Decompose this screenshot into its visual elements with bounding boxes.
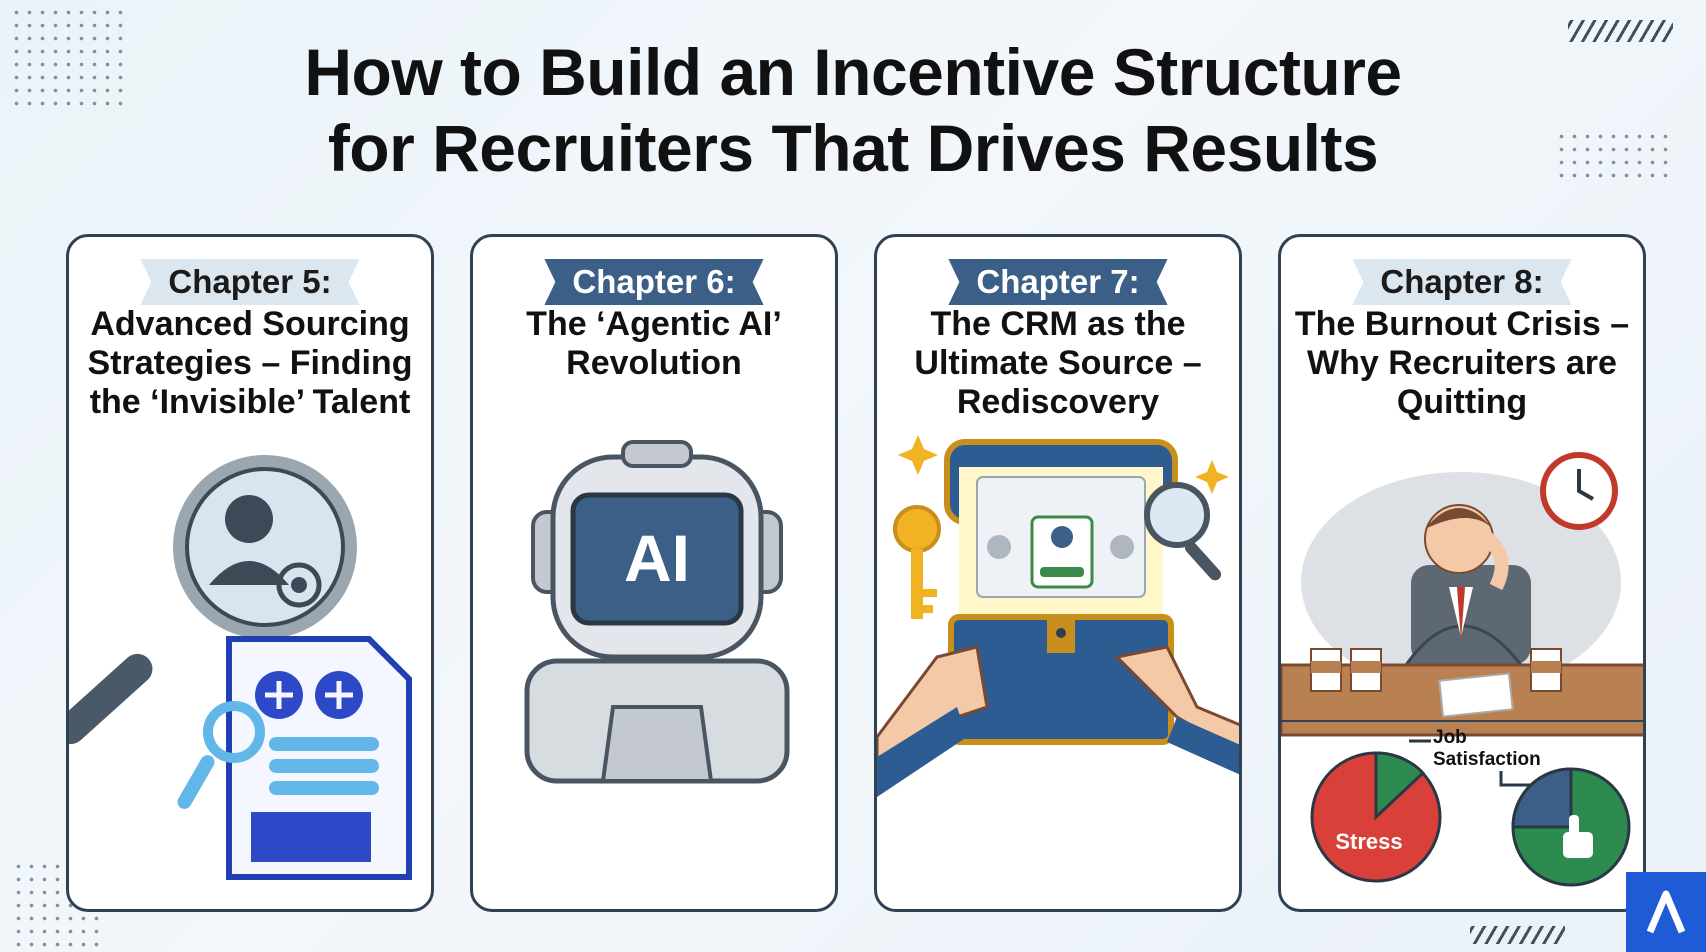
chapter-6-subtitle: The ‘Agentic AI’ Revolution — [526, 305, 782, 382]
chapter-5-label: Chapter 5: — [140, 259, 360, 305]
chapter-7-subtitle: The CRM as the Ultimate Source – Redisco… — [914, 305, 1202, 421]
decor-dots-right — [1555, 130, 1675, 180]
chapter-7-label: Chapter 7: — [948, 259, 1168, 305]
ai-robot-icon: AI — [524, 440, 790, 784]
brand-logo — [1626, 872, 1706, 952]
decor-hatch-top-right — [1568, 20, 1673, 42]
chapter-6-label: Chapter 6: — [544, 259, 764, 305]
pie-label-stress: Stress — [1335, 829, 1402, 854]
chapter-8-subtitle: The Burnout Crisis – Why Recruiters are … — [1294, 305, 1630, 421]
chapter-6-card[interactable]: Chapter 6: The ‘Agentic AI’ Revolution A… — [470, 234, 838, 912]
title-line-1: How to Build an Incentive Structure — [304, 35, 1402, 109]
chapter-8-card[interactable]: Chapter 8: The Burnout Crisis – Why Recr… — [1278, 234, 1646, 912]
chapter-5-card[interactable]: Chapter 5: Advanced Sourcing Strategies … — [66, 234, 434, 912]
decor-dots-top-left — [10, 6, 130, 106]
page-title: How to Build an Incentive Structure for … — [0, 34, 1706, 186]
logo-mark-icon — [1646, 890, 1686, 934]
stressed-recruiter-icon: Stress Job Satisfaction — [1281, 452, 1643, 887]
pie-label-job: Job — [1433, 727, 1467, 748]
treasure-chest-icon — [877, 435, 1239, 797]
chapter-7-card[interactable]: Chapter 7: The CRM as the Ultimate Sourc… — [874, 234, 1242, 912]
decor-hatch-bottom-right — [1470, 926, 1565, 944]
pie-label-satisfaction: Satisfaction — [1433, 749, 1541, 770]
chapter-5-subtitle: Advanced Sourcing Strategies – Finding t… — [87, 305, 413, 421]
magnifier-profile-document-icon — [69, 455, 412, 880]
chapter-8-label: Chapter 8: — [1352, 259, 1572, 305]
title-line-2: for Recruiters That Drives Results — [327, 111, 1379, 185]
ai-screen-text: AI — [624, 521, 690, 595]
